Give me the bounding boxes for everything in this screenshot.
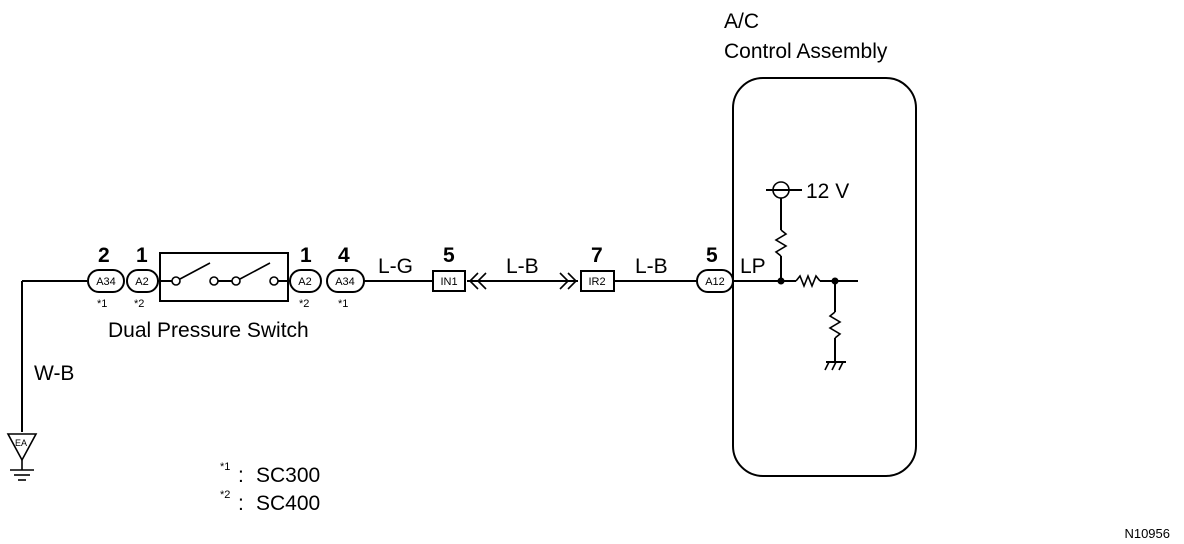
legend-sep-2: : <box>238 492 244 515</box>
chevron-right-1-icon <box>559 272 570 290</box>
terminal-lp: LP <box>740 255 766 278</box>
wire-label-lb-1: L-B <box>506 255 539 278</box>
supply-voltage: 12 V <box>806 180 849 203</box>
connector-a34-right <box>326 269 365 293</box>
connector-a34-left-note: *1 <box>97 298 107 310</box>
legend: *1 : SC300 *2 : SC400 <box>220 461 320 515</box>
ground-triangle <box>6 433 38 462</box>
switch2-blade <box>239 262 271 280</box>
connector-ir2 <box>580 270 615 292</box>
connector-a12-code: A12 <box>705 276 725 288</box>
chassis-ground-hatch-3 <box>838 361 844 371</box>
chassis-ground-hatch-1 <box>824 361 830 371</box>
pin-left-inner: 1 <box>136 244 148 267</box>
pin-right-outer: 4 <box>338 244 350 267</box>
chevron-right-2-icon <box>567 272 578 290</box>
switch2-contact-a <box>231 276 241 286</box>
series-resistor <box>795 273 821 289</box>
connector-a2-right <box>289 269 322 293</box>
figure-id: N10956 <box>1124 526 1170 541</box>
wire-label-wb: W-B <box>34 362 74 385</box>
switch1-contact-b <box>209 276 219 286</box>
connector-a34-right-note: *1 <box>338 298 348 310</box>
legend-mark-1: *1 <box>220 461 230 473</box>
pin-left-outer: 2 <box>98 244 110 267</box>
connector-a34-left-code: A34 <box>96 276 116 288</box>
pulldown-resistor <box>828 311 842 339</box>
switch1-blade <box>179 262 211 280</box>
switch2-contact-b <box>269 276 279 286</box>
assembly-title-line1: A/C <box>724 10 759 33</box>
connector-a2-right-code: A2 <box>298 276 311 288</box>
legend-sep-1: : <box>238 464 244 487</box>
pin-in1: 5 <box>443 244 455 267</box>
chevron-left-1-icon <box>468 272 479 290</box>
connector-a2-right-note: *2 <box>299 298 309 310</box>
connector-in1 <box>432 270 466 292</box>
connector-a2-left-code: A2 <box>135 276 148 288</box>
wire-label-lb-2: L-B <box>635 255 668 278</box>
connector-ir2-code: IR2 <box>588 276 605 288</box>
legend-model-2: SC400 <box>256 492 320 515</box>
pin-a12: 5 <box>706 244 718 267</box>
chevron-left-2-icon <box>476 272 487 290</box>
connector-a2-left-note: *2 <box>134 298 144 310</box>
assembly-title-line2: Control Assembly <box>724 40 888 63</box>
wire-label-lg: L-G <box>378 255 413 278</box>
switch-label: Dual Pressure Switch <box>108 319 309 342</box>
connector-a12 <box>696 269 734 293</box>
dual-pressure-switch-box <box>159 252 289 302</box>
pullup-resistor <box>774 229 788 257</box>
legend-model-1: SC300 <box>256 464 320 487</box>
connector-in1-code: IN1 <box>440 276 457 288</box>
switch1-contact-a <box>171 276 181 286</box>
ground-code: EA <box>15 438 27 448</box>
pin-right-inner: 1 <box>300 244 312 267</box>
legend-mark-2: *2 <box>220 489 230 501</box>
pin-ir2: 7 <box>591 244 603 267</box>
connector-a34-right-code: A34 <box>335 276 355 288</box>
connector-a34-left <box>87 269 125 293</box>
chassis-ground-hatch-2 <box>831 361 837 371</box>
